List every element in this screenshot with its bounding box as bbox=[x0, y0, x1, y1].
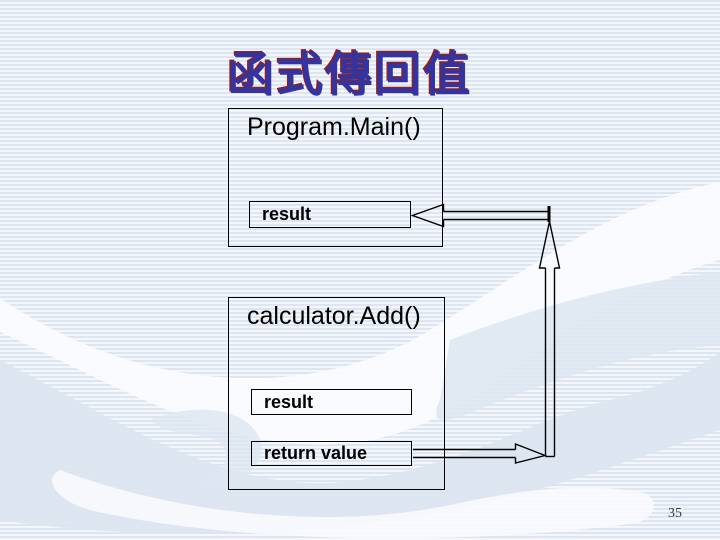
calculator-add-box: calculator.Add() result return value bbox=[228, 297, 445, 490]
arrow-from-return-head bbox=[514, 442, 548, 464]
program-main-label: Program.Main() bbox=[247, 113, 421, 141]
slide-title: 函式傳回值 bbox=[227, 48, 473, 101]
calculator-add-label: calculator.Add() bbox=[247, 302, 421, 330]
program-result-field: result bbox=[249, 201, 411, 228]
page-number: 35 bbox=[668, 506, 682, 521]
program-result-label: result bbox=[262, 204, 312, 224]
ribbon-blue-right bbox=[436, 272, 720, 420]
calculator-result-field: result bbox=[251, 389, 412, 415]
arrow-up-riser-head bbox=[538, 221, 561, 269]
calculator-return-value-field: return value bbox=[251, 441, 412, 466]
calculator-return-value-label: return value bbox=[264, 443, 368, 463]
calculator-result-label: result bbox=[264, 391, 314, 412]
program-main-box: Program.Main() result bbox=[228, 108, 443, 247]
